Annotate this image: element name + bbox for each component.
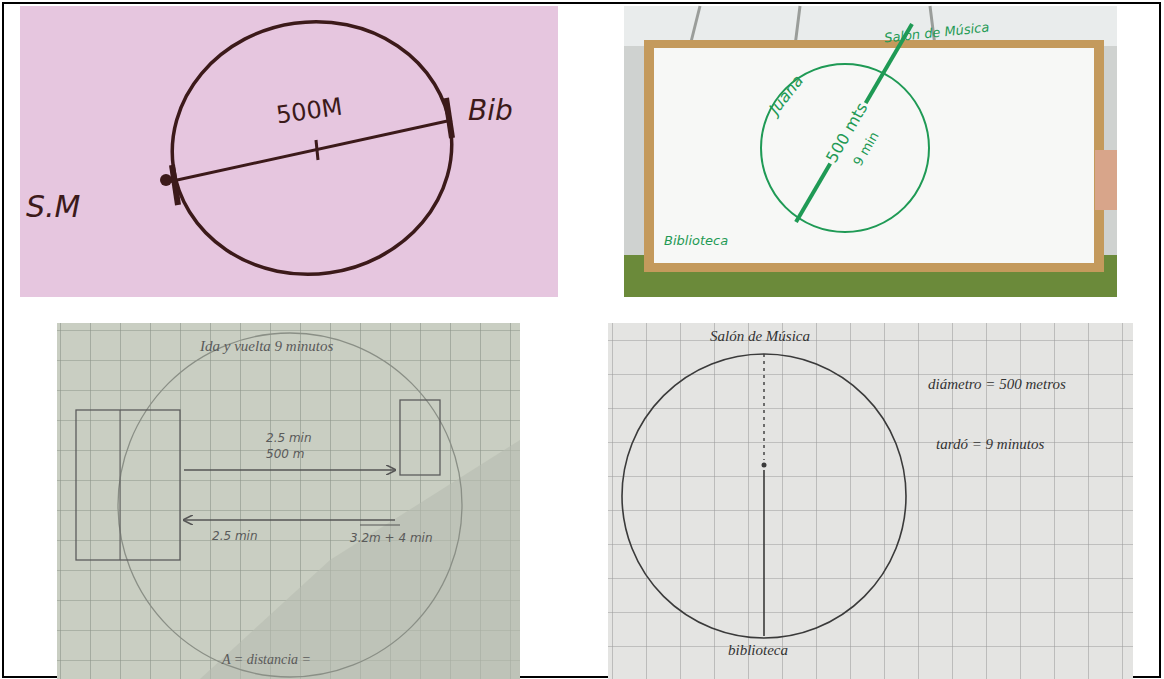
place-label: Salón de Música (710, 328, 810, 345)
time-label: 2.5 min (266, 432, 312, 445)
time-label: 2.5 min (212, 530, 258, 543)
distance-label: 500 m (266, 448, 304, 461)
title-note: Ida y vuelta 9 minutos (200, 338, 333, 355)
place-label: S.M (26, 190, 80, 223)
note-label: A = distancia = (222, 652, 311, 667)
place-label: Bib (468, 96, 513, 127)
time-note: tardó = 9 minutos (936, 436, 1044, 453)
place-label: Biblioteca (664, 234, 728, 248)
place-label: biblioteca (728, 642, 788, 659)
diameter-note: diámetro = 500 metros (928, 376, 1066, 393)
time-label: 3.2m + 4 min (350, 532, 433, 545)
